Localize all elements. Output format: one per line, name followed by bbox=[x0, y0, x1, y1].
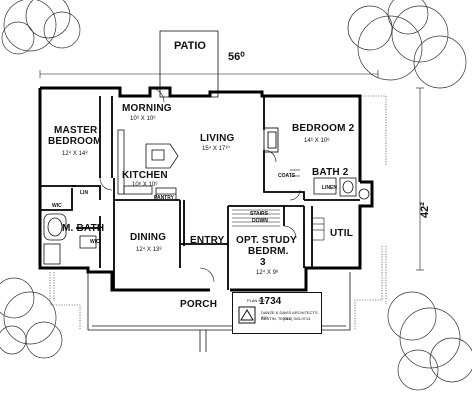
architect-city: AUSTIN, TEXAS bbox=[261, 316, 291, 321]
morning-dimension: 10⁶ X 10⁶ bbox=[130, 116, 156, 122]
pantry-label: PANTRY bbox=[154, 195, 174, 201]
shrub-border bbox=[49, 95, 387, 330]
down-label: DOWN bbox=[252, 218, 268, 224]
master-bath-label: M. BATH bbox=[62, 223, 105, 234]
bedrm-number-label: 3 bbox=[260, 257, 266, 268]
stairs-and-closets bbox=[232, 169, 325, 241]
utility-label: UTIL bbox=[330, 228, 354, 239]
architect-stamp: PLAN NO. 1734 DANZE & DAVIS ARCHITECTS, … bbox=[232, 292, 322, 334]
fireplace bbox=[263, 127, 279, 153]
landscape-sketch bbox=[0, 0, 472, 391]
width-dimension: 56⁰ bbox=[228, 51, 245, 63]
porch-label: PORCH bbox=[180, 299, 218, 310]
living-dimension: 15⁴ X 17¹⁰ bbox=[202, 146, 230, 152]
bath-fixtures bbox=[43, 177, 370, 265]
wic-lower-label: WIC bbox=[90, 239, 100, 245]
exterior-walls bbox=[38, 86, 374, 292]
lin-label: LIN bbox=[80, 190, 89, 196]
coats-label: COATS bbox=[278, 173, 296, 179]
architect-logo-icon bbox=[238, 306, 256, 324]
master-bedroom-label: BEDROOM bbox=[48, 136, 102, 147]
entry-label: ENTRY bbox=[190, 235, 225, 246]
door-swings bbox=[99, 87, 301, 283]
bedrm-label: BEDRM. bbox=[248, 246, 289, 257]
architect-phone: (512) 343-0714 bbox=[283, 316, 311, 321]
plan-number-caption: PLAN NO. bbox=[247, 298, 266, 303]
wic-upper-label: WIC bbox=[52, 203, 62, 209]
bedroom-2-label: BEDROOM 2 bbox=[292, 123, 355, 134]
bedroom-2-dimension: 14⁶ X 10⁸ bbox=[304, 138, 330, 144]
living-label: LIVING bbox=[200, 133, 235, 144]
dining-dimension: 12⁴ X 13⁸ bbox=[136, 247, 162, 253]
master-label: MASTER bbox=[54, 125, 98, 136]
kitchen-fixtures bbox=[117, 129, 179, 201]
architect-firm: DANZE & DAVIS ARCHITECTS, INC. bbox=[261, 310, 319, 320]
bedrm-3-dimension: 12⁴ X 9⁸ bbox=[256, 270, 279, 276]
kitchen-dimension: 10⁸ X 10⁶ bbox=[132, 182, 158, 188]
stairs-label: STAIRS bbox=[250, 211, 268, 217]
linen-label: LINEN bbox=[322, 185, 337, 191]
morning-label: MORNING bbox=[122, 103, 172, 114]
opt-study-label: OPT. STUDY bbox=[236, 235, 297, 246]
depth-dimension: 42² bbox=[419, 202, 431, 218]
patio-label: PATIO bbox=[174, 40, 206, 52]
kitchen-label: KITCHEN bbox=[122, 170, 168, 181]
overall-dimension-lines bbox=[39, 70, 424, 271]
bath-2-label: BATH 2 bbox=[312, 167, 349, 178]
plan-number: 1734 bbox=[259, 296, 282, 307]
dining-label: DINING bbox=[130, 232, 167, 243]
master-dimension: 12⁴ X 14⁸ bbox=[62, 151, 88, 157]
